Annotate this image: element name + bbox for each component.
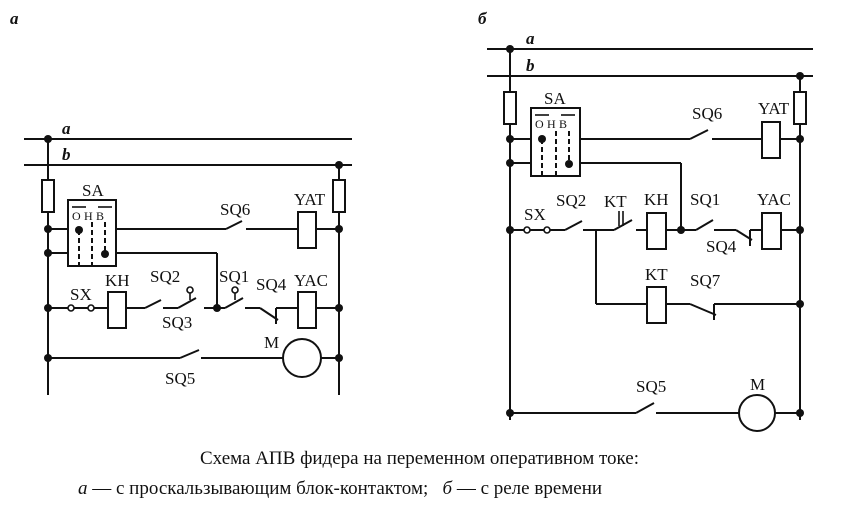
kh-coil <box>646 212 667 250</box>
sq4-label: SQ4 <box>706 237 737 256</box>
junction <box>75 226 83 234</box>
sq1-contact <box>224 297 244 309</box>
yat-coil <box>761 121 781 159</box>
panel-b: б a b SA O H B SQ6 YAT <box>478 9 813 432</box>
fuse-left <box>41 179 55 213</box>
panel-b-label: б <box>478 9 488 28</box>
yac-label: YAC <box>757 190 791 209</box>
caption-b-letter: б <box>442 478 453 499</box>
bus-b-label: b <box>526 56 535 75</box>
junction <box>796 300 804 308</box>
sq2-contact <box>564 220 583 231</box>
bus-a-label: a <box>526 29 535 48</box>
sq5-contact <box>179 349 200 359</box>
junction <box>506 135 514 143</box>
sx-terminal <box>87 304 95 312</box>
yat-coil <box>297 211 317 249</box>
junction <box>335 304 343 312</box>
sq2-label: SQ2 <box>556 191 586 210</box>
sq7-label: SQ7 <box>690 271 721 290</box>
sq4-label: SQ4 <box>256 275 287 294</box>
bus-a-label: a <box>62 119 71 138</box>
sa-label: SA <box>544 89 566 108</box>
kh-coil <box>107 291 127 329</box>
panel-a-label: a <box>10 9 19 28</box>
sx-terminal <box>543 226 551 234</box>
yac-coil <box>297 291 317 329</box>
sq3-label: SQ3 <box>162 313 192 332</box>
junction <box>538 135 546 143</box>
kt-coil <box>646 286 667 324</box>
yat-label: YAT <box>294 190 326 209</box>
sa-pos-h: H <box>84 209 93 223</box>
caption-a-text: — с проскальзывающим блок-контактом; <box>87 478 443 499</box>
fuse-right <box>793 91 807 125</box>
junction <box>796 409 804 417</box>
fuse-left <box>503 91 517 125</box>
bus-b-label: b <box>62 145 71 164</box>
caption-b-text: — с реле времени <box>452 478 603 499</box>
junction <box>101 250 109 258</box>
sq1-actuator <box>231 286 239 294</box>
yat-label: YAT <box>758 99 790 118</box>
junction <box>506 159 514 167</box>
sq1-contact <box>695 219 714 231</box>
sq6-label: SQ6 <box>692 104 722 123</box>
sa-label: SA <box>82 181 104 200</box>
sa-pos-o: O <box>72 209 81 223</box>
panel-a: a a b SA O H B SQ6 YA <box>10 9 352 395</box>
sq5-contact <box>635 402 655 414</box>
sq1-label: SQ1 <box>219 267 249 286</box>
kh-label: KH <box>105 271 130 290</box>
sa-pos-b: B <box>96 209 104 223</box>
sq6-label: SQ6 <box>220 200 250 219</box>
sa-pos-b: B <box>559 117 567 131</box>
junction <box>565 160 573 168</box>
sx-label: SX <box>524 205 546 224</box>
sq3-actuator <box>186 286 194 294</box>
sa-pos-o: O <box>535 117 544 131</box>
junction <box>44 225 52 233</box>
motor-label: M <box>264 333 279 352</box>
sq6-contact <box>689 129 709 140</box>
yac-label: YAC <box>294 271 328 290</box>
caption-title: Схема АПВ фидера на переменном оперативн… <box>200 448 640 469</box>
sq7-contact <box>689 303 717 316</box>
kt-contact-label: KT <box>604 192 627 211</box>
kt-coil-label: KT <box>645 265 668 284</box>
sa-pos-h: H <box>547 117 556 131</box>
sq2-contact <box>144 299 162 309</box>
sq2-label: SQ2 <box>150 267 180 286</box>
junction <box>796 226 804 234</box>
junction <box>796 135 804 143</box>
sq3-contact <box>177 297 197 309</box>
sq5-label: SQ5 <box>165 369 195 388</box>
sx-terminal <box>67 304 75 312</box>
motor-label: M <box>750 375 765 394</box>
junction <box>335 225 343 233</box>
caption-legend: а — с проскальзывающим блок-контактом; б… <box>78 478 602 500</box>
sx-label: SX <box>70 285 92 304</box>
caption-a-letter: а <box>78 478 88 499</box>
fuse-right <box>332 179 346 213</box>
junction <box>335 354 343 362</box>
kh-label: KH <box>644 190 669 209</box>
sq1-label: SQ1 <box>690 190 720 209</box>
sq6-contact <box>225 220 243 230</box>
junction <box>44 249 52 257</box>
yac-coil <box>761 212 782 250</box>
sx-terminal <box>523 226 531 234</box>
motor <box>738 394 776 432</box>
sq5-label: SQ5 <box>636 377 666 396</box>
motor <box>282 338 322 378</box>
